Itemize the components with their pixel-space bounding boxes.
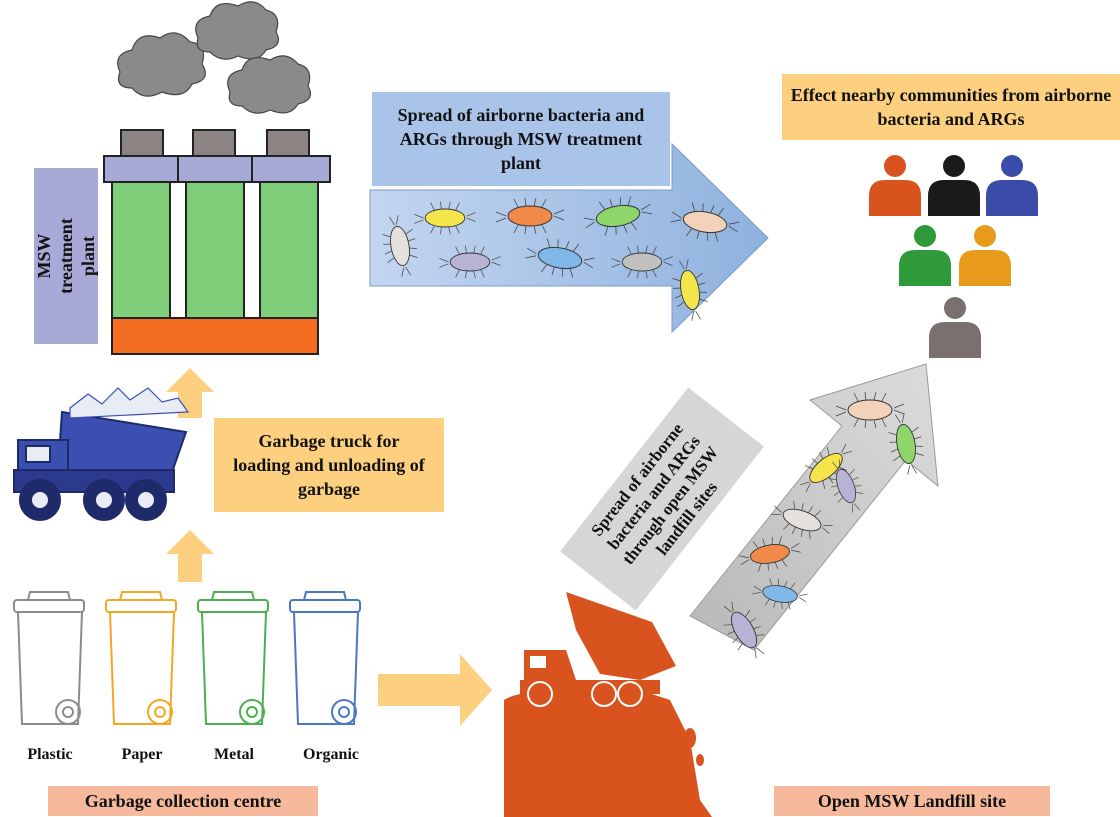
- treatment-plant-label: MSW treatment plant: [34, 168, 98, 344]
- airborne-plant-arrow: [369, 142, 769, 334]
- bin-label-metal: Metal: [214, 746, 254, 763]
- community-people-icon: [869, 155, 1038, 358]
- landfill-icon: [504, 592, 712, 817]
- bin-label-plastic: Plastic: [27, 746, 73, 763]
- community-label: Effect nearby communities from airborne …: [782, 74, 1120, 140]
- bin-icon: [289, 591, 361, 725]
- garbage-truck-icon: [13, 387, 190, 521]
- bin-icon: [197, 591, 269, 725]
- landfill-label: Open MSW Landfill site: [774, 786, 1050, 816]
- airborne-plant-label: Spread of airborne bacteria and ARGs thr…: [372, 92, 670, 186]
- collection-label: Garbage collection centre: [48, 786, 318, 816]
- smoke-cloud-icon: [117, 1, 311, 114]
- bin-label-organic: Organic: [303, 746, 359, 763]
- garbage-bins: [13, 591, 361, 725]
- bin-label-paper: Paper: [121, 746, 163, 763]
- bin-icon: [13, 591, 85, 725]
- right-arrow-icon: [378, 654, 492, 726]
- truck-label: Garbage truck for loading and unloading …: [214, 418, 444, 512]
- airborne-landfill-label: Spread of airborne bacteria and ARGs thr…: [552, 387, 772, 611]
- airborne-landfill-arrow: [689, 363, 939, 651]
- treatment-plant-icon: [103, 129, 331, 355]
- bin-icon: [105, 591, 177, 725]
